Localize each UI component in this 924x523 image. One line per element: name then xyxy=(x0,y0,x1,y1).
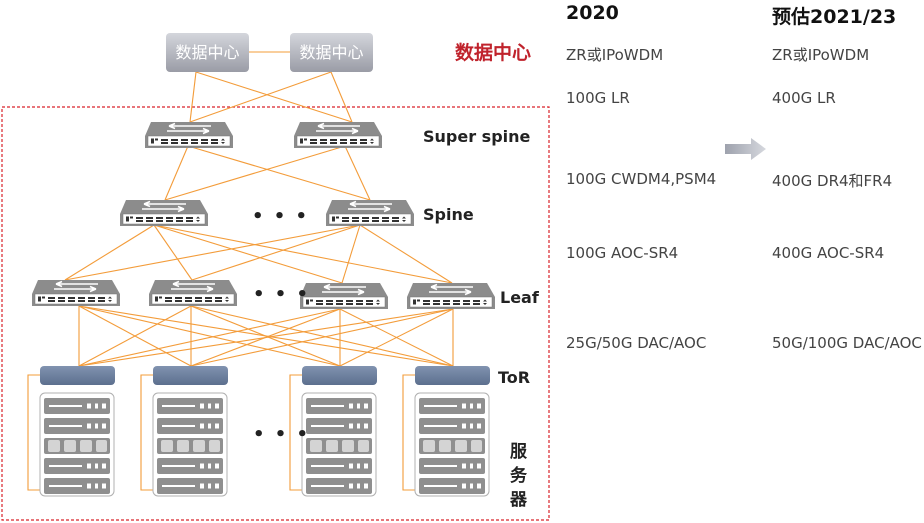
leaf-switch xyxy=(31,279,121,307)
dc-superspine-link xyxy=(189,71,197,123)
spine-leaf-link xyxy=(64,224,155,281)
spine-leaf-link xyxy=(359,224,453,284)
spine-leaf-link xyxy=(64,224,361,281)
cell-2020-leaf: 100G AOC-SR4 xyxy=(566,244,679,262)
leaf-label: Leaf xyxy=(500,288,539,307)
cell-2020-spine: 100G CWDM4,PSM4 xyxy=(566,170,717,188)
tor-switch xyxy=(302,366,377,385)
datacenter-node-label: 数据中心 xyxy=(299,43,363,62)
spine-label: Spine xyxy=(423,205,474,224)
spine-leaf-link xyxy=(153,224,343,284)
cell-2021-dci: ZR或IPoWDM xyxy=(772,46,870,64)
leaf-tor-link xyxy=(190,308,454,367)
leaf-tor-link xyxy=(78,305,341,367)
datacenter-node: 数据中心 xyxy=(166,33,249,72)
leaf-tor-link xyxy=(78,305,192,367)
column-header-2021-23: 预估2021/23 xyxy=(772,6,897,28)
superspine-spine-link xyxy=(164,145,346,201)
spine-leaf-link xyxy=(341,224,361,284)
server-rack xyxy=(301,392,377,497)
cell-2021-leaf: 400G AOC-SR4 xyxy=(772,244,885,262)
right-arrow-icon xyxy=(725,138,766,160)
leaf-tor-link xyxy=(190,305,341,367)
tor-label: ToR xyxy=(498,368,531,387)
server-rack xyxy=(414,392,490,497)
server-ellipsis: • • • xyxy=(253,424,311,445)
super-spine-label: Super spine xyxy=(423,127,531,146)
leaf-tor-link xyxy=(339,308,454,367)
superspine-spine-link xyxy=(344,145,371,201)
spine-switch xyxy=(325,199,415,227)
spine-ellipsis: • • • xyxy=(252,206,310,227)
cell-2020-dci: ZR或IPoWDM xyxy=(566,46,664,64)
datacenter-node: 数据中心 xyxy=(290,33,373,72)
tor-server-link xyxy=(289,374,302,491)
leaf-switch xyxy=(148,279,238,307)
cell-2020-tor: 25G/50G DAC/AOC xyxy=(566,334,707,352)
leaf-tor-link xyxy=(78,308,454,367)
server-rack xyxy=(39,392,115,497)
server-rack xyxy=(152,392,228,497)
leaf-switch xyxy=(406,282,496,310)
leaf-ellipsis: • • • xyxy=(253,284,311,305)
server-label: 服务器 xyxy=(510,442,527,510)
column-header-2020: 2020 xyxy=(566,2,619,24)
leaf-switch xyxy=(299,282,389,310)
tor-server-link xyxy=(27,374,40,491)
spine-leaf-link xyxy=(153,224,193,281)
datacenter-node-label: 数据中心 xyxy=(175,43,239,62)
spine-leaf-link xyxy=(191,224,361,281)
cell-2021-super-spine: 400G LR xyxy=(772,89,836,107)
superspine-spine-link xyxy=(164,145,189,201)
cell-2021-tor: 50G/100G DAC/AOC xyxy=(772,334,922,352)
spine-switch xyxy=(119,199,209,227)
super-spine-switch xyxy=(144,121,234,149)
dc-superspine-link xyxy=(195,71,353,123)
leaf-tor-link xyxy=(78,308,341,367)
spine-leaf-link xyxy=(153,224,453,284)
super-spine-switch xyxy=(293,121,383,149)
cell-2020-super-spine: 100G LR xyxy=(566,89,630,107)
dc-superspine-link xyxy=(189,71,332,123)
tor-switch xyxy=(40,366,115,385)
superspine-spine-link xyxy=(187,145,371,201)
datacenter-title: 数据中心 xyxy=(455,42,532,64)
tor-switch xyxy=(153,366,228,385)
tor-switch xyxy=(415,366,490,385)
tor-server-link xyxy=(402,374,415,491)
tor-server-link xyxy=(140,374,153,491)
dc-superspine-link xyxy=(330,71,353,123)
leaf-tor-link xyxy=(190,305,454,367)
cell-2021-spine: 400G DR4和FR4 xyxy=(772,172,893,190)
link-lines xyxy=(27,51,454,491)
